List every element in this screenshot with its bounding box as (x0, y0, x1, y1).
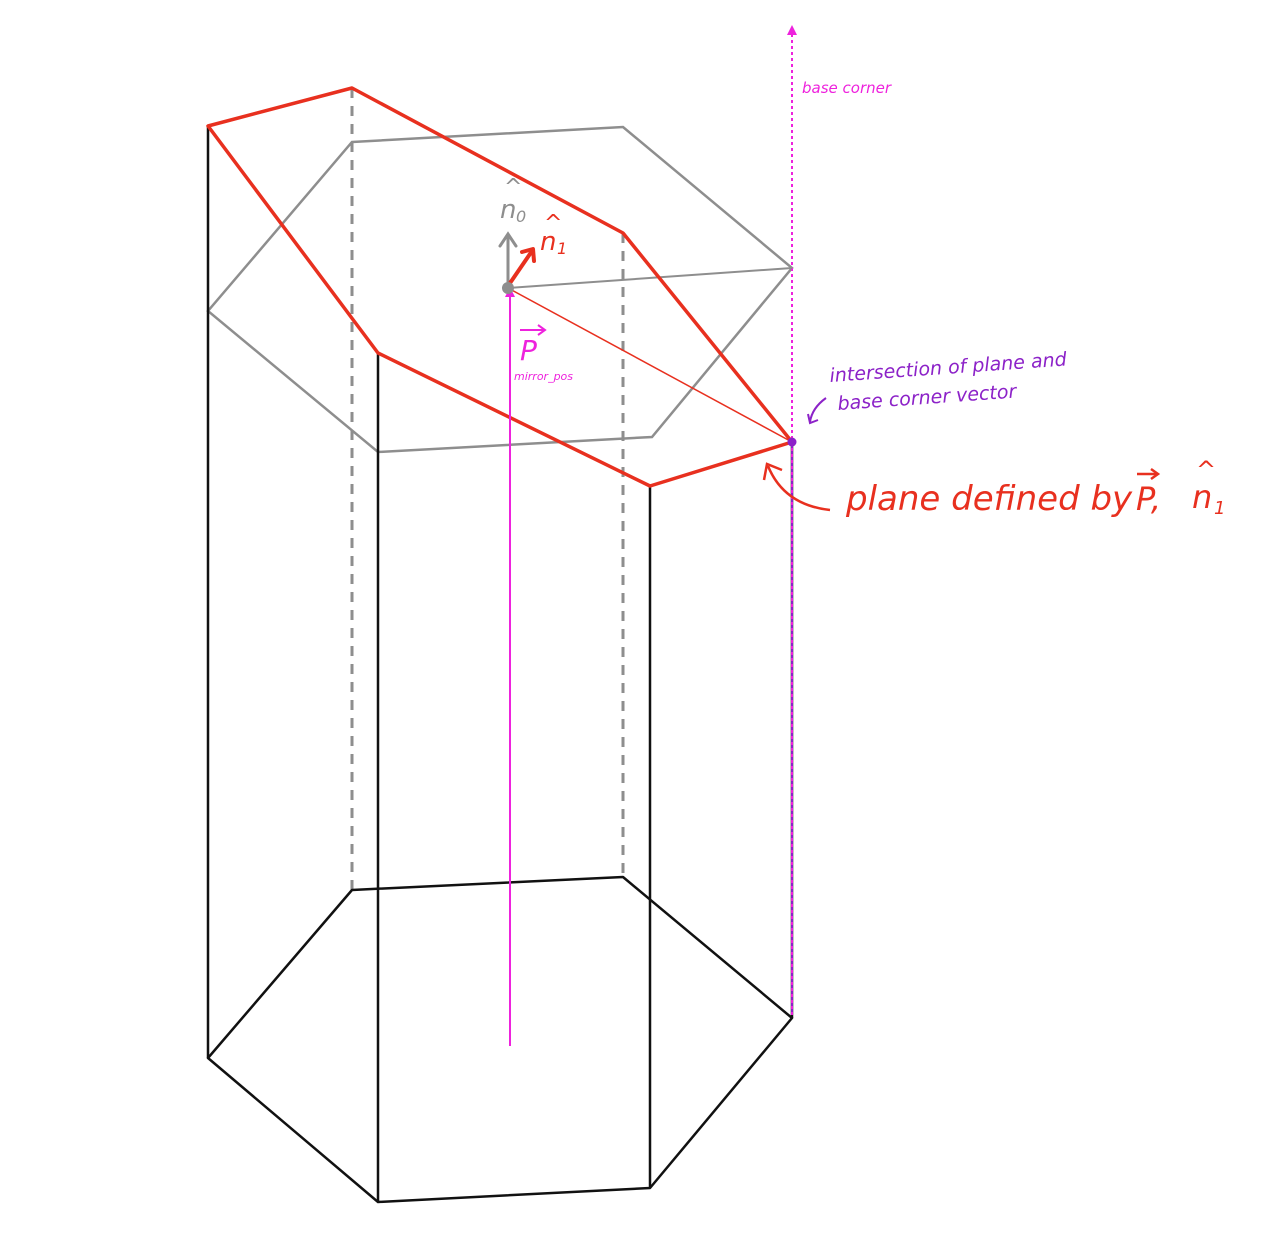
svg-text:P,: P, (1136, 480, 1161, 518)
svg-text:0: 0 (516, 207, 526, 226)
svg-text:^: ^ (1196, 456, 1216, 484)
reference-hexagon (206, 125, 794, 454)
n1-arrow (506, 247, 536, 288)
intersection-pointer (809, 397, 827, 423)
svg-text:n: n (500, 195, 516, 225)
hidden-edges (350, 88, 625, 890)
svg-text:^: ^ (544, 211, 562, 236)
intersection-label: intersection of plane and base corner ve… (807, 348, 1068, 425)
n0-label: ^ n 0 (500, 175, 526, 226)
svg-text:1: 1 (1214, 498, 1225, 519)
tilted-plane-hexagon (206, 86, 794, 488)
center-point (502, 282, 514, 294)
svg-text:n: n (1192, 478, 1212, 516)
svg-text:plane defined by: plane defined by (845, 479, 1133, 519)
svg-text:intersection of plane and: intersection of plane and (829, 348, 1068, 387)
svg-text:^: ^ (504, 175, 522, 200)
base-corner-label: base corner (802, 79, 892, 97)
svg-text:base corner vector: base corner vector (837, 380, 1018, 415)
prism-edges (206, 126, 794, 1204)
plane-pointer (766, 465, 831, 512)
reference-center-to-corner (507, 267, 793, 289)
svg-text:mirror_pos: mirror_pos (514, 370, 573, 383)
prism-bottom-hexagon (206, 875, 794, 1204)
p-label: P mirror_pos (514, 324, 573, 383)
n1-label: ^ n 1 (540, 211, 567, 258)
svg-text:n: n (540, 227, 556, 257)
center-to-intersection (507, 287, 793, 443)
plane-label: plane defined by P, ^ n 1 (762, 456, 1225, 519)
svg-text:P: P (520, 334, 537, 367)
n0-arrow (498, 231, 518, 288)
intersection-point (787, 437, 797, 447)
svg-text:1: 1 (557, 239, 567, 258)
